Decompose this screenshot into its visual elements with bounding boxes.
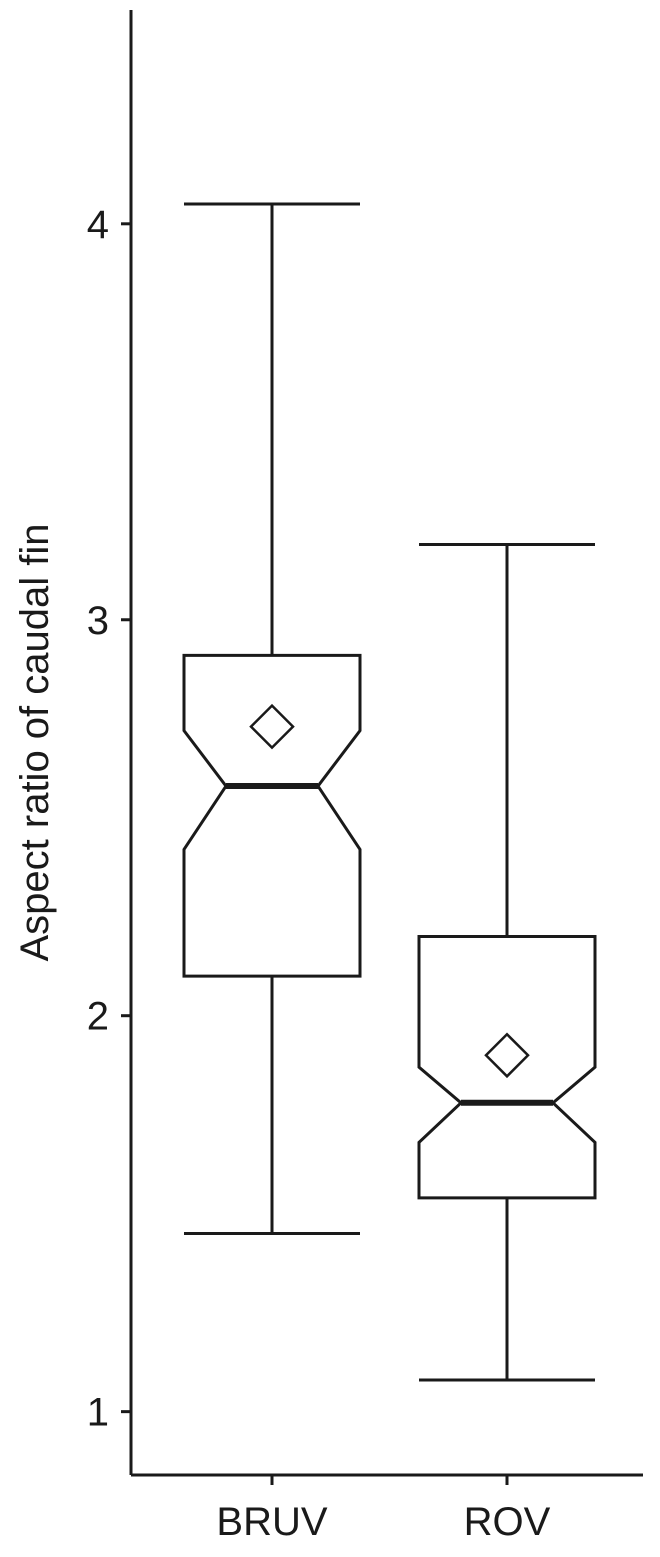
x-tick-label: BRUV (216, 1500, 327, 1544)
y-tick-label: 3 (87, 599, 109, 643)
y-axis-ticks: 1 2 3 4 (87, 203, 131, 1435)
y-tick-label: 4 (87, 203, 109, 247)
notched-box (182, 653, 362, 978)
y-axis-title: Aspect ratio of caudal fin (13, 523, 57, 961)
y-tick-label: 1 (87, 1391, 109, 1435)
mean-marker (484, 1032, 530, 1079)
box-series (182, 202, 597, 1382)
axes (129, 10, 643, 1477)
y-tick-label: 2 (87, 995, 109, 1039)
box-rov (417, 543, 597, 1382)
x-tick-label: ROV (464, 1500, 551, 1544)
box-bruv (182, 202, 362, 1235)
x-axis-ticks: BRUV ROV (216, 1475, 551, 1544)
mean-marker (249, 703, 295, 750)
